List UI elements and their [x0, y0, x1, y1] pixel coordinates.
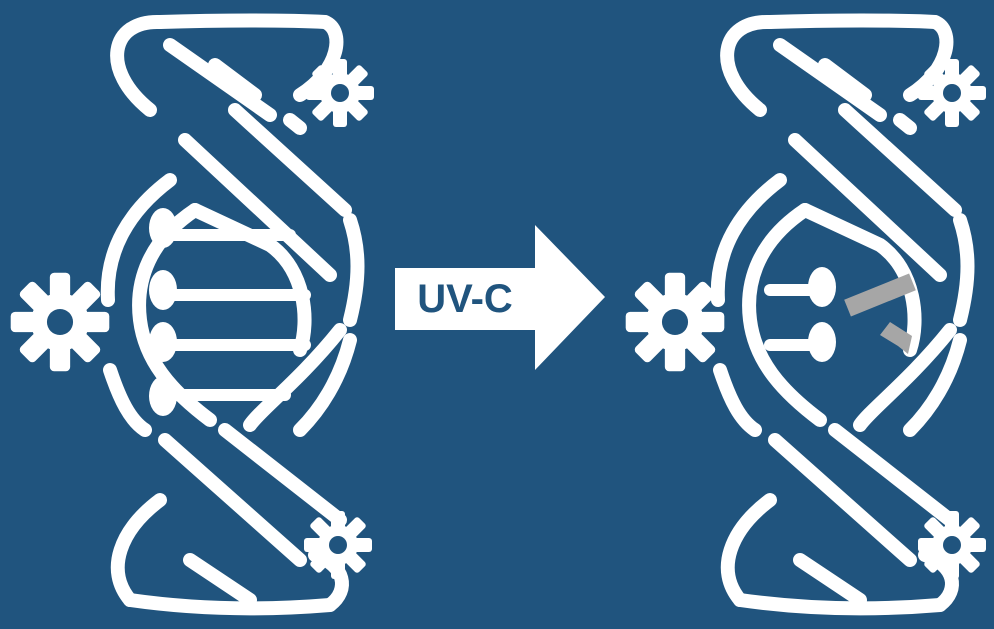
- arrow-label: UV-C: [417, 276, 513, 321]
- damaged-bases: [844, 273, 916, 354]
- arrow-icon: [395, 225, 605, 370]
- gear-icon: [918, 511, 986, 579]
- base-pair-knobs-right: [808, 267, 836, 362]
- gear-icon: [306, 59, 374, 127]
- base-pair-knobs-left: [149, 208, 177, 416]
- gear-icon: [10, 272, 110, 372]
- damaged-dna-helix-icon: [710, 13, 975, 616]
- dna-helix-icon: [100, 13, 365, 616]
- gear-icon: [304, 511, 372, 579]
- gear-icon: [625, 272, 725, 372]
- gear-icon: [918, 59, 986, 127]
